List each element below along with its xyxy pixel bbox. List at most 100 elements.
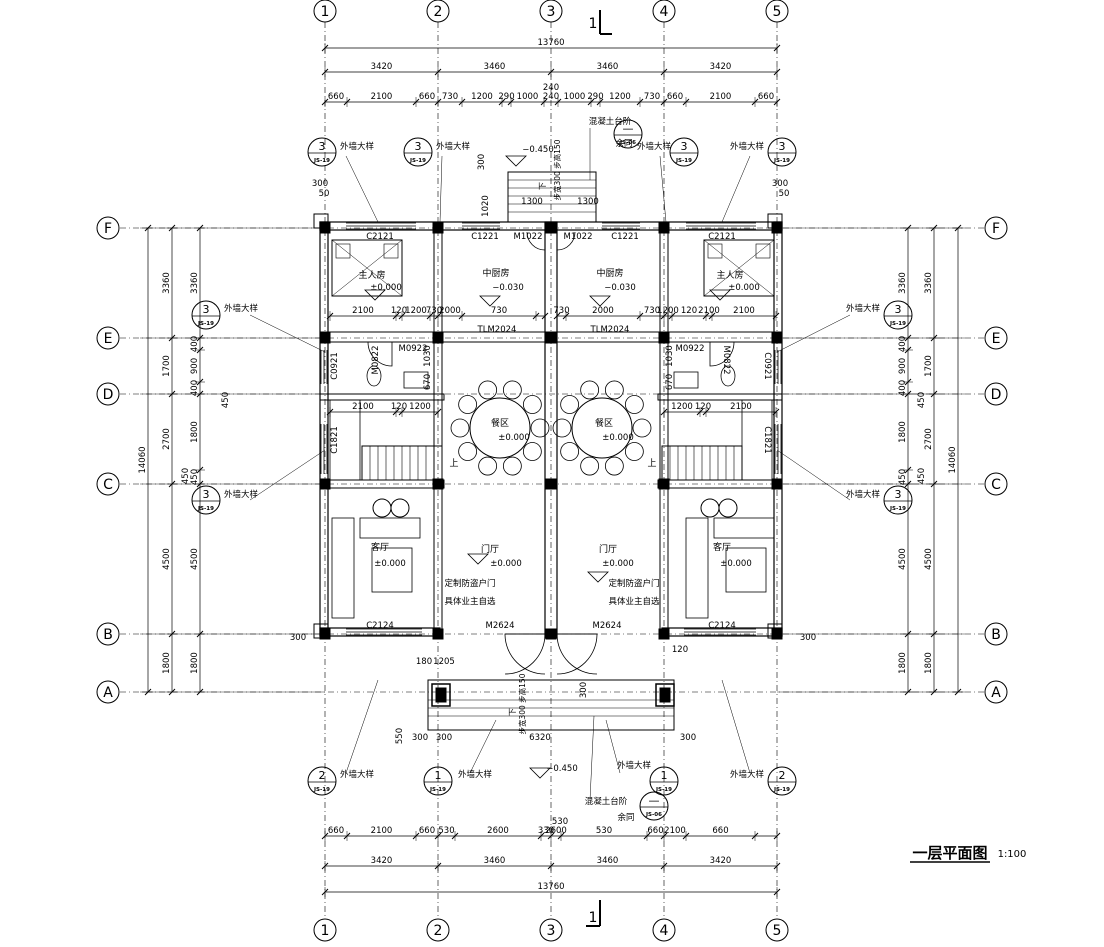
dim-bottom-extra: 530 — [552, 817, 568, 827]
dim-left-bays-text: 3360 — [162, 272, 172, 294]
dim-room-left-text: 2100 — [352, 306, 374, 316]
dining-table-left-chair — [522, 395, 542, 414]
ref-3-g — [191, 485, 221, 515]
axis-bubble-top-3 — [539, 0, 563, 23]
ref-2-b — [767, 766, 797, 796]
axis-label-left: D — [103, 387, 114, 403]
note-leader — [469, 719, 497, 774]
level-marker — [587, 571, 609, 583]
ref-2-b-num: 2 — [779, 769, 786, 782]
axis-bubble-right-E — [984, 326, 1008, 350]
window-code: C0921 — [762, 352, 772, 380]
level-text: ±0.000 — [374, 559, 405, 569]
window-code: C1821 — [330, 426, 340, 454]
ref-1-a-sheet: JS-19 — [429, 787, 446, 793]
ref-3-c-sheet: JS-19 — [675, 158, 692, 164]
ref-3-d-num: 3 — [779, 140, 786, 153]
dining-table-left-chair — [450, 418, 470, 438]
dim-top-detail-text: 2100 — [371, 92, 393, 102]
room-name: 中厨房 — [596, 267, 623, 279]
dim-left-bays-text: 4500 — [162, 548, 172, 570]
axis-bubble-right-D — [984, 382, 1008, 406]
door-code: M0822 — [721, 346, 731, 375]
level-marker — [479, 295, 501, 307]
note-ext-e: 外墙大样 — [224, 303, 259, 314]
axis-label-bottom: 5 — [773, 923, 782, 939]
dim-left-inner-text: 400 — [190, 380, 200, 396]
level-marker — [364, 289, 386, 301]
dim-small: 300 — [579, 682, 589, 698]
dim-bottom-detail-text: 660 — [419, 826, 435, 836]
dim-small: 50 — [319, 189, 330, 199]
door-code: M0922 — [676, 344, 705, 354]
window-code: C2124 — [366, 621, 394, 631]
dim-bottom-detail-text: 660 — [647, 826, 663, 836]
dim-right-inner-text: 900 — [898, 358, 908, 374]
level-text: ±0.000 — [370, 283, 401, 293]
note-text: 具体业主自选 — [444, 596, 496, 607]
bed-left-pillow — [383, 243, 399, 259]
dim-small: 300 — [477, 154, 487, 170]
bed-right-pillow — [707, 243, 723, 259]
dining-table-right — [571, 397, 633, 459]
axis-bubble-top-1 — [313, 0, 337, 23]
axis-label-right: D — [991, 387, 1002, 403]
axis-bubble-left-A — [96, 680, 120, 704]
note-text: 下 — [508, 708, 517, 716]
note-text: 余同 — [615, 138, 632, 149]
dim-right-bays-text: 1700 — [924, 355, 934, 377]
axis-label-bottom: 3 — [547, 923, 556, 939]
structural-column — [658, 478, 670, 490]
ref-dash-bottom-num: — — [649, 794, 660, 807]
ref-1-b-sheet: JS-19 — [655, 787, 672, 793]
dim-top-detail-text: 660 — [667, 92, 683, 102]
structural-column — [545, 332, 557, 344]
stair-landing-right — [741, 399, 773, 481]
axis-bubble-bottom-2 — [426, 918, 450, 942]
basin-right — [673, 371, 699, 389]
note-ext-g: 外墙大样 — [224, 489, 259, 500]
dim-top-overall-text: 13760 — [537, 38, 564, 48]
dining-table-left-chair — [458, 442, 478, 461]
dining-table-right-chair — [624, 395, 644, 414]
dim-side-450: 450 — [181, 468, 191, 484]
dim-room-right-text: 2100 — [733, 306, 755, 316]
dim-bottom-detail-text: 330 — [538, 826, 554, 836]
dining-table-left-chair — [530, 418, 550, 438]
dim-right-inner-text: 400 — [898, 380, 908, 396]
axis-label-left: A — [103, 685, 113, 701]
note-leader — [345, 679, 379, 774]
structural-column — [658, 222, 670, 234]
dim-top-detail-text: 730 — [644, 92, 660, 102]
level-text: ±0.000 — [498, 433, 529, 443]
axis-label-top: 2 — [434, 4, 443, 20]
dining-table-right-chair — [604, 456, 624, 476]
level-text: −0.030 — [604, 283, 635, 293]
axis-label-bottom: 4 — [660, 923, 669, 939]
axis-label-bottom: 2 — [434, 923, 443, 939]
note-text: 步宽300 步高150 — [517, 673, 527, 734]
dim-right-bays-text: 2700 — [924, 428, 934, 450]
note-leader — [659, 155, 667, 223]
dim-small: 300 — [800, 633, 816, 643]
dining-table-right-chair — [552, 418, 572, 438]
dim-right-inner-text: 400 — [898, 336, 908, 352]
dim-top-bays-text: 3460 — [597, 62, 619, 72]
dim-left-inner-text: 4500 — [190, 548, 200, 570]
note-text: 上 — [449, 458, 458, 469]
axis-bubble-bottom-1 — [313, 918, 337, 942]
ref-1-b — [649, 766, 679, 796]
dim-bottom-detail-text: 530 — [596, 826, 612, 836]
door-m1022-left — [526, 231, 546, 251]
dim-stair-left-text: 120 — [391, 402, 407, 412]
ref-3-a-sheet: JS-19 — [313, 158, 330, 164]
dim-left-inner-text: 1800 — [190, 652, 200, 674]
ref-3-b-sheet: JS-19 — [409, 158, 426, 164]
dim-bottom-bays-text: 3420 — [710, 856, 732, 866]
dim-bottom-detail-text: 2100 — [371, 826, 393, 836]
dim-porch: 1205 — [433, 657, 455, 667]
note-leader — [776, 314, 851, 353]
note-ext-j: 外墙大样 — [458, 769, 493, 780]
dim-stair-right-text: 120 — [695, 402, 711, 412]
armchair-left-2 — [390, 498, 410, 518]
